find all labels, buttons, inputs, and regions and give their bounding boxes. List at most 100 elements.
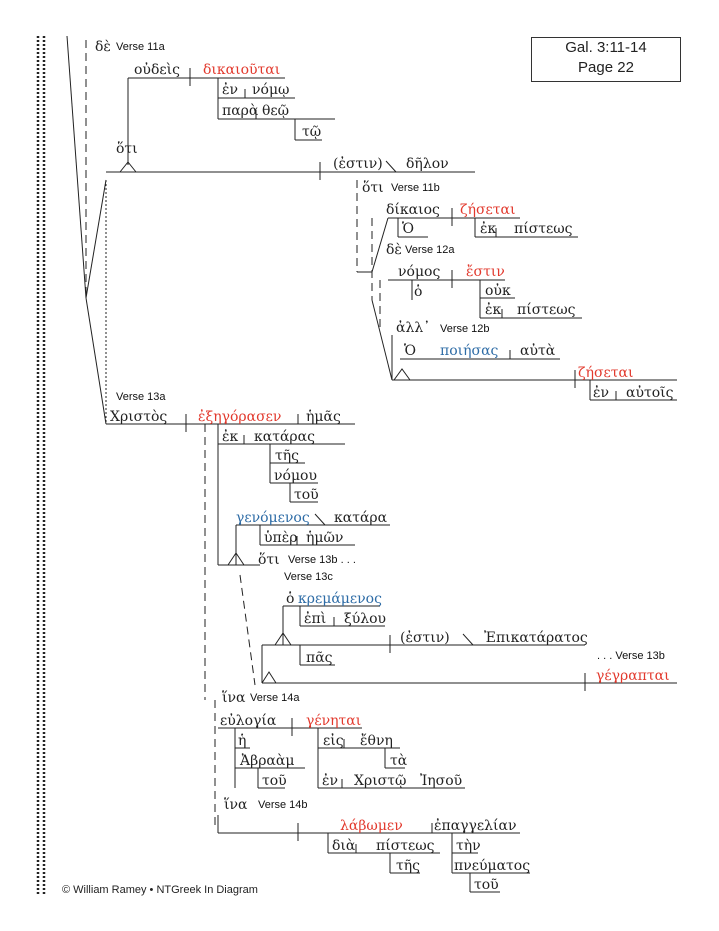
word-pneumatos: πνεύματος [454, 858, 531, 874]
word-epi: ἐπὶ [304, 611, 327, 627]
word-ten: τὴν [456, 838, 481, 854]
word-de-12a: δὲ [386, 242, 402, 258]
word-poiesas: ποιήσας [440, 343, 499, 359]
word-ho1: Ὁ [402, 221, 415, 237]
word-hoti2: ὅτι [362, 180, 384, 196]
word-pas: πᾶς [306, 650, 333, 666]
triangle-12b [393, 368, 411, 381]
top-solid-line [66, 35, 87, 299]
word-pisteos3: πίστεως [376, 838, 435, 854]
word-delon: δῆλον [406, 156, 449, 172]
word-abraam: Ἀβραὰμ [240, 753, 295, 769]
word-kataras: κατάρας [254, 429, 315, 445]
word-tes1: τῆς [275, 448, 299, 464]
word-tou1: τοῦ [294, 487, 319, 503]
copyright-footer: © William Ramey • NTGreek In Diagram [62, 884, 258, 896]
reference-box: Gal. 3:11-14 Page 22 [531, 37, 681, 82]
word-genomenos: γενόμενος [236, 510, 310, 526]
verse-label-14b: Verse 14b [258, 799, 308, 811]
word-exegorasen: ἐξηγόρασεν [198, 409, 282, 425]
word-ek1: ἐκ [480, 221, 497, 237]
word-epikataratos: Ἐπικατάρατος [484, 630, 588, 646]
word-ho4: ὁ [286, 591, 295, 607]
word-autois: αὐτοῖς [626, 385, 674, 401]
slash-epikataratos [462, 633, 474, 646]
word-tou2: τοῦ [262, 773, 287, 789]
word-oudeis: οὐδεὶς [134, 62, 180, 78]
word-hina2: ἵνα [224, 797, 248, 813]
word-eulogia: εὐλογία [220, 713, 277, 729]
verse-label-13b: Verse 13b . . . [288, 554, 356, 566]
word-eis: εἰς [323, 733, 344, 749]
word-pisteos1: πίστεως [514, 221, 573, 237]
word-to1: τῷ [302, 124, 322, 140]
word-hina1: ἵνα [222, 690, 246, 706]
word-en3: ἐν [322, 773, 339, 789]
word-iesou: Ἰησοῦ [420, 773, 463, 789]
triangle-13c [274, 632, 292, 646]
word-gegraptai: γέγραπται [596, 668, 670, 684]
word-estin1: (ἐστιν) [333, 156, 383, 172]
word-xulou: ξύλου [344, 611, 387, 627]
word-huper: ὑπὲρ [264, 530, 298, 546]
connect-11b [371, 217, 389, 273]
word-hoti3: ὅτι [258, 552, 280, 568]
word-dia: διὰ [332, 838, 356, 854]
verse-label-14a: Verse 14a [250, 692, 300, 704]
verse-label-12a: Verse 12a [405, 244, 455, 256]
word-christos: Χριστὸς [110, 409, 168, 425]
word-ek2: ἐκ [485, 302, 502, 318]
reference-page: Page 22 [578, 59, 634, 76]
word-hemas: ἡμᾶς [306, 409, 341, 425]
verse-label-13a: Verse 13a [116, 391, 166, 403]
dashed-13c [239, 574, 256, 686]
word-para: παρὰ [222, 103, 259, 119]
slash-delon [385, 160, 397, 173]
word-ho3: Ὁ [404, 343, 417, 359]
word-theo: θεῷ [262, 103, 290, 119]
word-labomen: λάβωμεν [340, 818, 403, 834]
word-nomo: νόμῳ [252, 82, 290, 98]
word-auta: αὐτὰ [520, 343, 556, 359]
de-connector [85, 179, 107, 299]
word-genetai: γένηται [306, 713, 362, 729]
verse-label-13b-end: . . . Verse 13b [597, 650, 665, 662]
word-en2: ἐν [593, 385, 610, 401]
triangle-13b [227, 552, 245, 566]
word-dikaios: δίκαιος [386, 202, 440, 218]
triangle-13b-end [261, 671, 277, 684]
word-zesetai2: ζήσεται [578, 365, 634, 381]
word-he: ἡ [238, 733, 247, 749]
word-pisteos2: πίστεως [517, 302, 576, 318]
word-ek3: ἐκ [222, 429, 239, 445]
word-ta: τὰ [390, 753, 408, 769]
slash-katara [314, 513, 326, 526]
verse-label-12b: Verse 12b [440, 323, 490, 335]
word-tes2: τῆς [396, 858, 420, 874]
word-kremamenos: κρεμάμενος [298, 591, 382, 607]
word-all: ἀλλ᾽ [396, 320, 431, 336]
word-epangelian: ἐπαγγελίαν [434, 818, 517, 834]
word-christo: Χριστῷ [354, 773, 407, 789]
word-nomou: νόμου [274, 468, 317, 484]
word-ouk: οὐκ [485, 283, 511, 299]
reference-passage: Gal. 3:11-14 [565, 39, 647, 56]
verse-label-11a: Verse 11a [116, 41, 165, 53]
word-hoti1: ὅτι [116, 141, 138, 157]
word-tou3: τοῦ [474, 877, 499, 893]
word-ho2: ὁ [414, 284, 423, 300]
connect-12b [371, 299, 393, 381]
word-dikaioutai: δικαιοῦται [203, 62, 281, 78]
word-en1: ἐν [222, 82, 239, 98]
word-zesetai1: ζήσεται [460, 202, 516, 218]
main-join-line [85, 297, 107, 425]
word-de-11a: δὲ [95, 39, 111, 55]
word-estin3: (ἐστιν) [400, 630, 450, 646]
word-ethne: ἔθνη [360, 733, 393, 749]
word-nomos: νόμος [398, 264, 441, 280]
hoti-triangle [119, 161, 137, 173]
word-katara: κατάρα [334, 510, 388, 526]
verse-label-11b: Verse 11b [391, 182, 440, 194]
